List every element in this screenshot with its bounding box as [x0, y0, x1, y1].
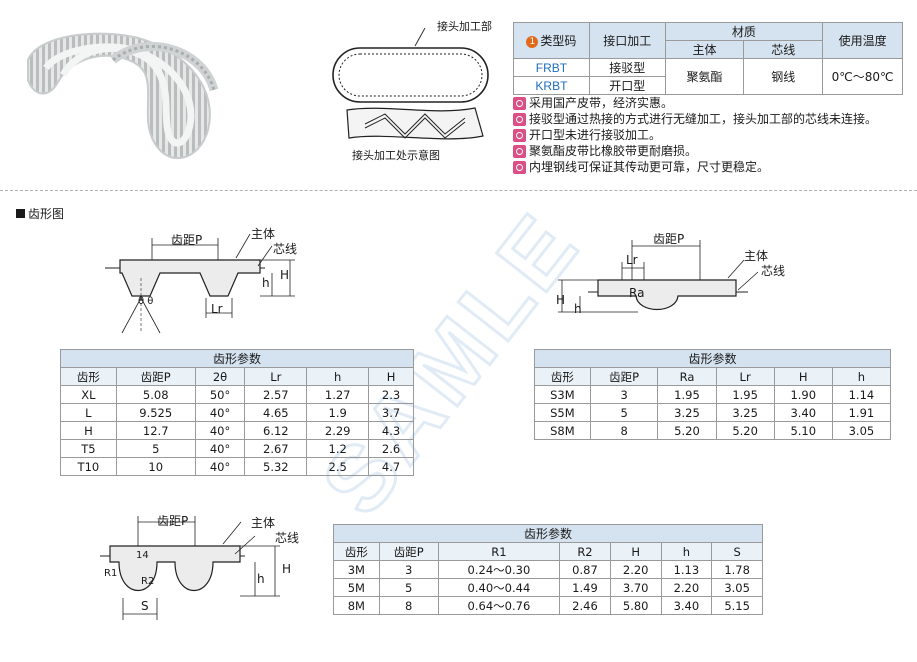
number-badge-icon: 1 [526, 36, 539, 48]
theta-label: θ θ [138, 296, 154, 307]
table-header: 2θ [194, 367, 246, 386]
pitch-label: 齿距P [653, 232, 685, 246]
feature-item: 聚氨酯皮带比橡胶带更耐磨损。 [513, 143, 908, 159]
table-header: Lr [244, 367, 308, 386]
joint-diagram [332, 28, 489, 140]
table-header: H [773, 367, 833, 386]
tooth-diagram-htd [100, 516, 280, 620]
lr-label: Lr [211, 302, 223, 316]
h-label: h [574, 302, 582, 316]
tooth-diagram-trapezoid [105, 233, 295, 334]
core-label: 芯线 [275, 531, 300, 545]
joint-diagram-caption: 接头加工处示意图 [352, 149, 440, 162]
joint-type-value: 接驳型 [588, 58, 666, 77]
core-label: 芯线 [273, 242, 298, 256]
table-header: h [306, 367, 370, 386]
s-label: S [141, 599, 149, 613]
table-header: 齿距P [115, 367, 196, 386]
table-header: R1 [437, 542, 561, 561]
feature-bullet-icon [513, 160, 526, 174]
core-label: 芯线 [761, 264, 786, 278]
feature-bullet-icon [513, 96, 526, 110]
table-header: H [609, 542, 662, 561]
temp-value: 0℃～80℃ [822, 58, 903, 95]
col-body: 主体 [664, 40, 745, 59]
feature-list: 采用国产皮带，经济实惠。 接驳型通过热接的方式进行无缝加工，接头加工部的芯线未连… [513, 95, 908, 175]
feature-item: 内埋钢线可保证其传动更可靠，尺寸更稳定。 [513, 159, 908, 175]
body-label: 主体 [251, 516, 276, 530]
table-header: S [711, 542, 763, 561]
type-code-krbt: KRBT [513, 76, 590, 95]
table-title: 齿形参数 [534, 349, 891, 368]
r2-label: R2 [141, 576, 155, 587]
fourteen-label: 14 [136, 550, 149, 561]
H-label: H [556, 293, 566, 307]
feature-bullet-icon [513, 128, 526, 142]
table-header: Lr [715, 367, 775, 386]
table-header: 齿距P [589, 367, 659, 386]
ra-label: Ra [629, 286, 645, 300]
col-joint: 接口加工 [588, 22, 666, 59]
table-header: Ra [657, 367, 717, 386]
h-label: h [257, 572, 265, 586]
col-temp: 使用温度 [822, 22, 903, 59]
type-code-frbt: FRBT [513, 58, 590, 77]
table-header: h [660, 542, 713, 561]
feature-item: 接驳型通过热接的方式进行无缝加工，接头加工部的芯线未连接。 [513, 111, 908, 127]
H-label: H [282, 562, 292, 576]
table-header: H [368, 367, 414, 386]
joint-type-value: 开口型 [588, 76, 666, 95]
feature-item: 开口型未进行接驳加工。 [513, 127, 908, 143]
table-header: 齿形 [534, 367, 591, 386]
joint-label: 接头加工部 [437, 20, 492, 33]
body-label: 主体 [251, 227, 276, 241]
col-core: 芯线 [743, 40, 824, 59]
feature-bullet-icon [513, 144, 526, 158]
col-material: 材质 [664, 22, 824, 41]
core-material-value: 钢线 [743, 58, 824, 95]
table-header: R2 [559, 542, 611, 561]
table-title: 齿形参数 [333, 524, 763, 543]
H-label: H [280, 268, 290, 282]
table-header: 齿距P [378, 542, 439, 561]
r1-label: R1 [104, 568, 118, 579]
feature-item: 采用国产皮带，经济实惠。 [513, 95, 908, 111]
section-divider [0, 190, 917, 191]
pitch-label: 齿距P [171, 233, 203, 247]
body-material-value: 聚氨酯 [664, 58, 745, 95]
square-bullet-icon [16, 209, 25, 218]
section-title: 齿形图 [16, 205, 64, 222]
table-header: h [831, 367, 892, 386]
belt-photo [27, 32, 219, 160]
feature-bullet-icon [513, 112, 526, 126]
body-label: 主体 [744, 249, 769, 263]
table-header: 齿形 [60, 367, 117, 386]
table-title: 齿形参数 [60, 349, 414, 368]
tooth-diagram-curvilinear [558, 240, 758, 313]
lr-label: Lr [626, 253, 638, 267]
h-label: h [262, 276, 270, 290]
pitch-label: 齿距P [157, 514, 189, 528]
table-header: 齿形 [333, 542, 380, 561]
